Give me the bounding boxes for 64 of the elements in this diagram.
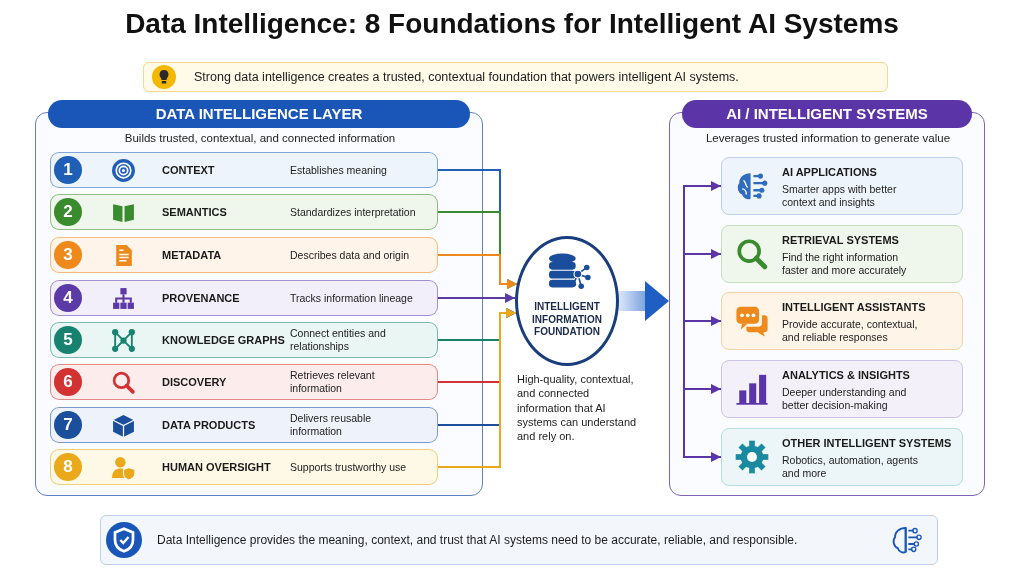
card-title: OTHER INTELLIGENT SYSTEMS bbox=[782, 437, 952, 449]
card-description: Robotics, automation, agents and more bbox=[782, 454, 919, 480]
card-title: INTELLIGENT ASSISTANTS bbox=[782, 301, 926, 313]
foundation-row bbox=[50, 449, 438, 485]
row-description: Delivers reusable information bbox=[290, 412, 373, 438]
step-number: 5 bbox=[54, 326, 82, 354]
foundation-row bbox=[50, 407, 438, 443]
system-card bbox=[721, 360, 963, 418]
step-number: 2 bbox=[54, 198, 82, 226]
foundation-description: High-quality, contextual, and connected information that AI systems can understand and rely on. bbox=[517, 372, 638, 444]
system-card bbox=[721, 225, 963, 283]
row-title: DATA PRODUCTS bbox=[162, 419, 256, 431]
row-title: METADATA bbox=[162, 249, 222, 261]
card-title: RETRIEVAL SYSTEMS bbox=[782, 234, 899, 246]
card-description: Find the right information faster and more accurately bbox=[782, 251, 908, 277]
row-title: DISCOVERY bbox=[162, 376, 227, 388]
card-description: Provide accurate, contextual, and reliable responses bbox=[782, 318, 919, 344]
step-number: 6 bbox=[54, 368, 82, 396]
step-number: 7 bbox=[54, 411, 82, 439]
row-title: PROVENANCE bbox=[162, 292, 240, 304]
block-arrow bbox=[619, 281, 669, 321]
row-description: Standardizes interpretation bbox=[290, 205, 417, 219]
page-title: Data Intelligence: 8 Foundations for Intelligent AI Systems bbox=[124, 8, 900, 40]
foundation-row bbox=[50, 280, 438, 316]
arrow bbox=[437, 254, 518, 289]
row-title: CONTEXT bbox=[162, 164, 215, 176]
system-card bbox=[721, 428, 963, 486]
arrow bbox=[683, 249, 722, 301]
row-title: SEMANTICS bbox=[162, 206, 227, 218]
card-title: ANALYTICS & INSIGHTS bbox=[782, 369, 910, 381]
step-number: 1 bbox=[54, 156, 82, 184]
panel-subtitle: Leverages trusted information to generate value bbox=[704, 132, 952, 144]
foundation-row bbox=[50, 322, 438, 358]
foundation-row bbox=[50, 364, 438, 400]
step-number: 3 bbox=[54, 241, 82, 269]
callout-banner bbox=[143, 62, 888, 92]
foundation-title: INTELLIGENT INFORMATION FOUNDATION bbox=[531, 301, 603, 339]
row-description: Supports trustworthy use bbox=[290, 460, 408, 474]
system-card bbox=[721, 292, 963, 350]
row-description: Retrieves relevant information bbox=[290, 369, 376, 395]
panel-header: AI / INTELLIGENT SYSTEMS bbox=[682, 100, 972, 128]
row-description: Tracks information lineage bbox=[290, 291, 414, 305]
row-description: Describes data and origin bbox=[290, 248, 411, 262]
system-card bbox=[721, 157, 963, 215]
step-number: 4 bbox=[54, 284, 82, 312]
banner-text: Strong data intelligence creates a trusted, contextual foundation that powers intelligent AI systems. bbox=[194, 70, 740, 84]
arrow bbox=[437, 293, 517, 303]
row-title: KNOWLEDGE GRAPHS bbox=[162, 334, 285, 346]
summary-text: Data Intelligence provides the meaning, context, and trust that AI systems need to be accurate, reliable, and responsible. bbox=[157, 533, 798, 547]
card-title: AI APPLICATIONS bbox=[782, 166, 877, 178]
row-title: HUMAN OVERSIGHT bbox=[162, 461, 271, 473]
step-number: 8 bbox=[54, 453, 82, 481]
foundation-row bbox=[50, 152, 438, 188]
summary-banner bbox=[100, 515, 938, 565]
row-description: Connect entities and relationships bbox=[290, 327, 387, 353]
arrow bbox=[683, 299, 722, 462]
row-description: Establishes meaning bbox=[290, 163, 388, 177]
panel-subtitle: Builds trusted, contextual, and connected information bbox=[123, 132, 397, 144]
card-description: Smarter apps with better context and insights bbox=[782, 183, 898, 209]
arrow bbox=[437, 308, 517, 468]
foundation-row bbox=[50, 237, 438, 273]
foundation-row bbox=[50, 194, 438, 230]
card-description: Deeper understanding and better decision-making bbox=[782, 386, 908, 412]
panel-header: DATA INTELLIGENCE LAYER bbox=[48, 100, 470, 128]
